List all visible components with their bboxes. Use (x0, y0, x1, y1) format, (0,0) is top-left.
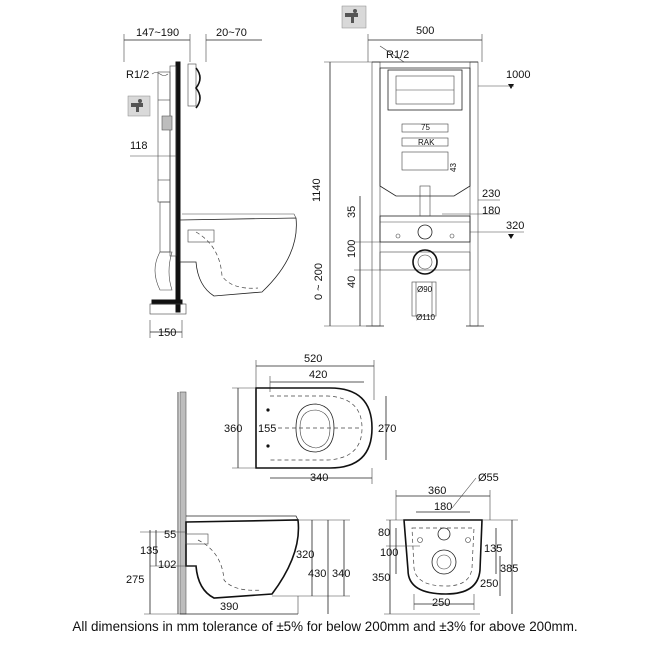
dim-front-inlet: R1/2 (386, 49, 409, 61)
water-tap-icon (341, 5, 367, 29)
dim-front-total-height: 1140 (311, 178, 323, 202)
dim-back-d55: Ø55 (478, 472, 499, 484)
dim-side-118: 118 (130, 140, 148, 152)
dim-front-35: 35 (346, 206, 358, 218)
dim-front-1000: 1000 (506, 69, 530, 81)
dim-side-depth-range: 147~190 (136, 27, 179, 39)
dim-side-pan-275: 275 (126, 574, 144, 586)
frame-side-view: 147~190 20~70 R1/2 118 (123, 27, 297, 339)
dim-top-360: 360 (224, 423, 242, 435)
pan-side-view: 55 135 102 275 320 430 340 390 (126, 391, 350, 615)
dim-top-420: 420 (309, 369, 327, 381)
brand-plate-label: RAK (418, 138, 435, 147)
dim-back-250-right: 250 (480, 578, 498, 590)
dim-top-155: 155 (258, 423, 276, 435)
frame-front-view: 500 R1/2 75 RAK 43 1000 (311, 5, 530, 327)
dim-front-100: 100 (346, 240, 358, 258)
dim-front-40: 40 (346, 276, 358, 288)
dim-back-180: 180 (434, 501, 452, 513)
dim-side-pan-55: 55 (164, 529, 176, 541)
dim-front-75: 75 (421, 123, 430, 132)
tolerance-footnote: All dimensions in mm tolerance of ±5% fo… (72, 619, 578, 634)
dim-front-180: 180 (482, 205, 500, 217)
dim-side-pan-340: 340 (332, 568, 350, 580)
dim-back-385: 385 (500, 563, 518, 575)
dim-side-pan-390: 390 (220, 601, 238, 613)
dim-front-43: 43 (449, 163, 458, 172)
dim-front-230: 230 (482, 188, 500, 200)
dim-side-offset-range: 20~70 (216, 27, 247, 39)
dim-side-150: 150 (158, 327, 176, 339)
dim-side-pan-135: 135 (140, 545, 158, 557)
pan-back-view: Ø55 360 180 80 100 350 135 385 250 (372, 472, 518, 615)
dim-front-d90: Ø90 (417, 285, 433, 294)
dim-top-270: 270 (378, 423, 396, 435)
dim-front-adjust-range: 0 ~ 200 (313, 263, 325, 300)
dim-top-340: 340 (310, 472, 328, 484)
dim-side-pan-102: 102 (158, 559, 176, 571)
dim-front-320: 320 (506, 220, 524, 232)
dim-side-inlet: R1/2 (126, 69, 149, 81)
dim-side-pan-430: 430 (308, 568, 326, 580)
water-tap-icon (127, 95, 151, 117)
dim-back-250-bottom: 250 (432, 597, 450, 609)
dim-back-80: 80 (378, 527, 390, 539)
dim-top-520: 520 (304, 353, 322, 365)
dim-back-100: 100 (380, 547, 398, 559)
dim-side-pan-320: 320 (296, 549, 314, 561)
dim-back-135: 135 (484, 543, 502, 555)
dim-front-d110: Ø110 (416, 313, 436, 322)
dim-front-width: 500 (416, 25, 434, 37)
dim-back-360: 360 (428, 485, 446, 497)
pan-top-view: 520 420 360 155 270 340 (224, 353, 396, 484)
dim-back-350: 350 (372, 572, 390, 584)
